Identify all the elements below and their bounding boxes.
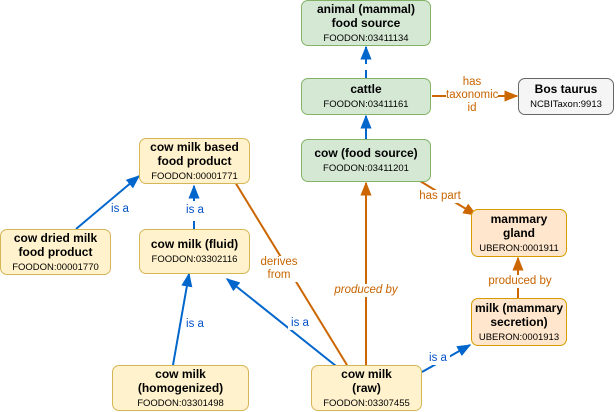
node-id: FOODON:03411134 — [323, 32, 409, 44]
node-cattle[interactable]: cattle FOODON:03411161 — [301, 78, 431, 115]
node-title: cattle — [350, 82, 382, 96]
node-cow-milk-homogenized[interactable]: cow milk (homogenized) FOODON:03301498 — [112, 365, 249, 411]
node-cow-food-source[interactable]: cow (food source) FOODON:03411201 — [301, 139, 431, 182]
node-cow-milk-fluid[interactable]: cow milk (fluid) FOODON:03302116 — [139, 229, 250, 274]
node-id: FOODON:03307455 — [323, 397, 410, 409]
label-produced-by-raw: produced by — [330, 284, 402, 297]
label-has-part: has part — [416, 190, 464, 203]
node-id: FOODON:03301498 — [137, 397, 224, 409]
node-title: cow dried milk food product — [13, 230, 98, 259]
edge-homog-fluid — [172, 272, 193, 366]
label-derives-from: derives from — [256, 256, 302, 282]
node-title: cow milk (fluid) — [150, 237, 239, 251]
node-animal-food-source[interactable]: animal (mammal) food source FOODON:03411… — [301, 0, 431, 46]
node-title: Bos taurus — [534, 82, 598, 96]
node-id: NCBITaxon:9913 — [530, 99, 602, 110]
label-is-a-raw-fluid: is a — [288, 317, 312, 330]
node-bos-taurus[interactable]: Bos taurus NCBITaxon:9913 — [518, 78, 614, 115]
node-cow-milk-raw[interactable]: cow milk (raw) FOODON:03307455 — [311, 365, 422, 411]
node-mammary-gland[interactable]: mammary gland UBERON:0001911 — [471, 209, 567, 257]
label-is-a-raw-secretion: is a — [426, 352, 450, 365]
node-title: animal (mammal) food source — [316, 1, 416, 30]
node-title: milk (mammary secretion) — [474, 300, 564, 329]
node-cow-milk-based-food-product[interactable]: cow milk based food product FOODON:00001… — [139, 138, 250, 184]
label-is-a-homog: is a — [184, 318, 206, 331]
label-has-taxonomic-id: has taxonomic id — [446, 76, 499, 115]
node-id: UBERON:0001913 — [478, 331, 560, 343]
edge-dried-cmbased — [75, 175, 141, 230]
node-id: FOODON:03411161 — [323, 99, 409, 110]
node-id: UBERON:0001911 — [479, 242, 559, 254]
label-is-a-dried: is a — [108, 203, 132, 216]
label-produced-by-secretion: produced by — [484, 275, 556, 288]
node-id: FOODON:00001770 — [12, 261, 99, 273]
edge-raw-fluid — [225, 278, 337, 367]
node-title: mammary gland — [490, 211, 548, 240]
node-id: FOODON:00001771 — [151, 170, 238, 182]
label-is-a-fluid: is a — [184, 204, 206, 217]
node-id: FOODON:03302116 — [151, 254, 238, 265]
node-title: cow milk (raw) — [341, 366, 392, 395]
node-title: cow (food source) — [314, 146, 418, 160]
node-cow-dried-milk-food-product[interactable]: cow dried milk food product FOODON:00001… — [0, 229, 111, 275]
node-milk-mammary-secretion[interactable]: milk (mammary secretion) UBERON:0001913 — [471, 298, 567, 346]
node-id: FOODON:03411201 — [323, 163, 409, 174]
node-title: cow milk based food product — [150, 139, 239, 168]
node-title: cow milk (homogenized) — [137, 366, 224, 395]
